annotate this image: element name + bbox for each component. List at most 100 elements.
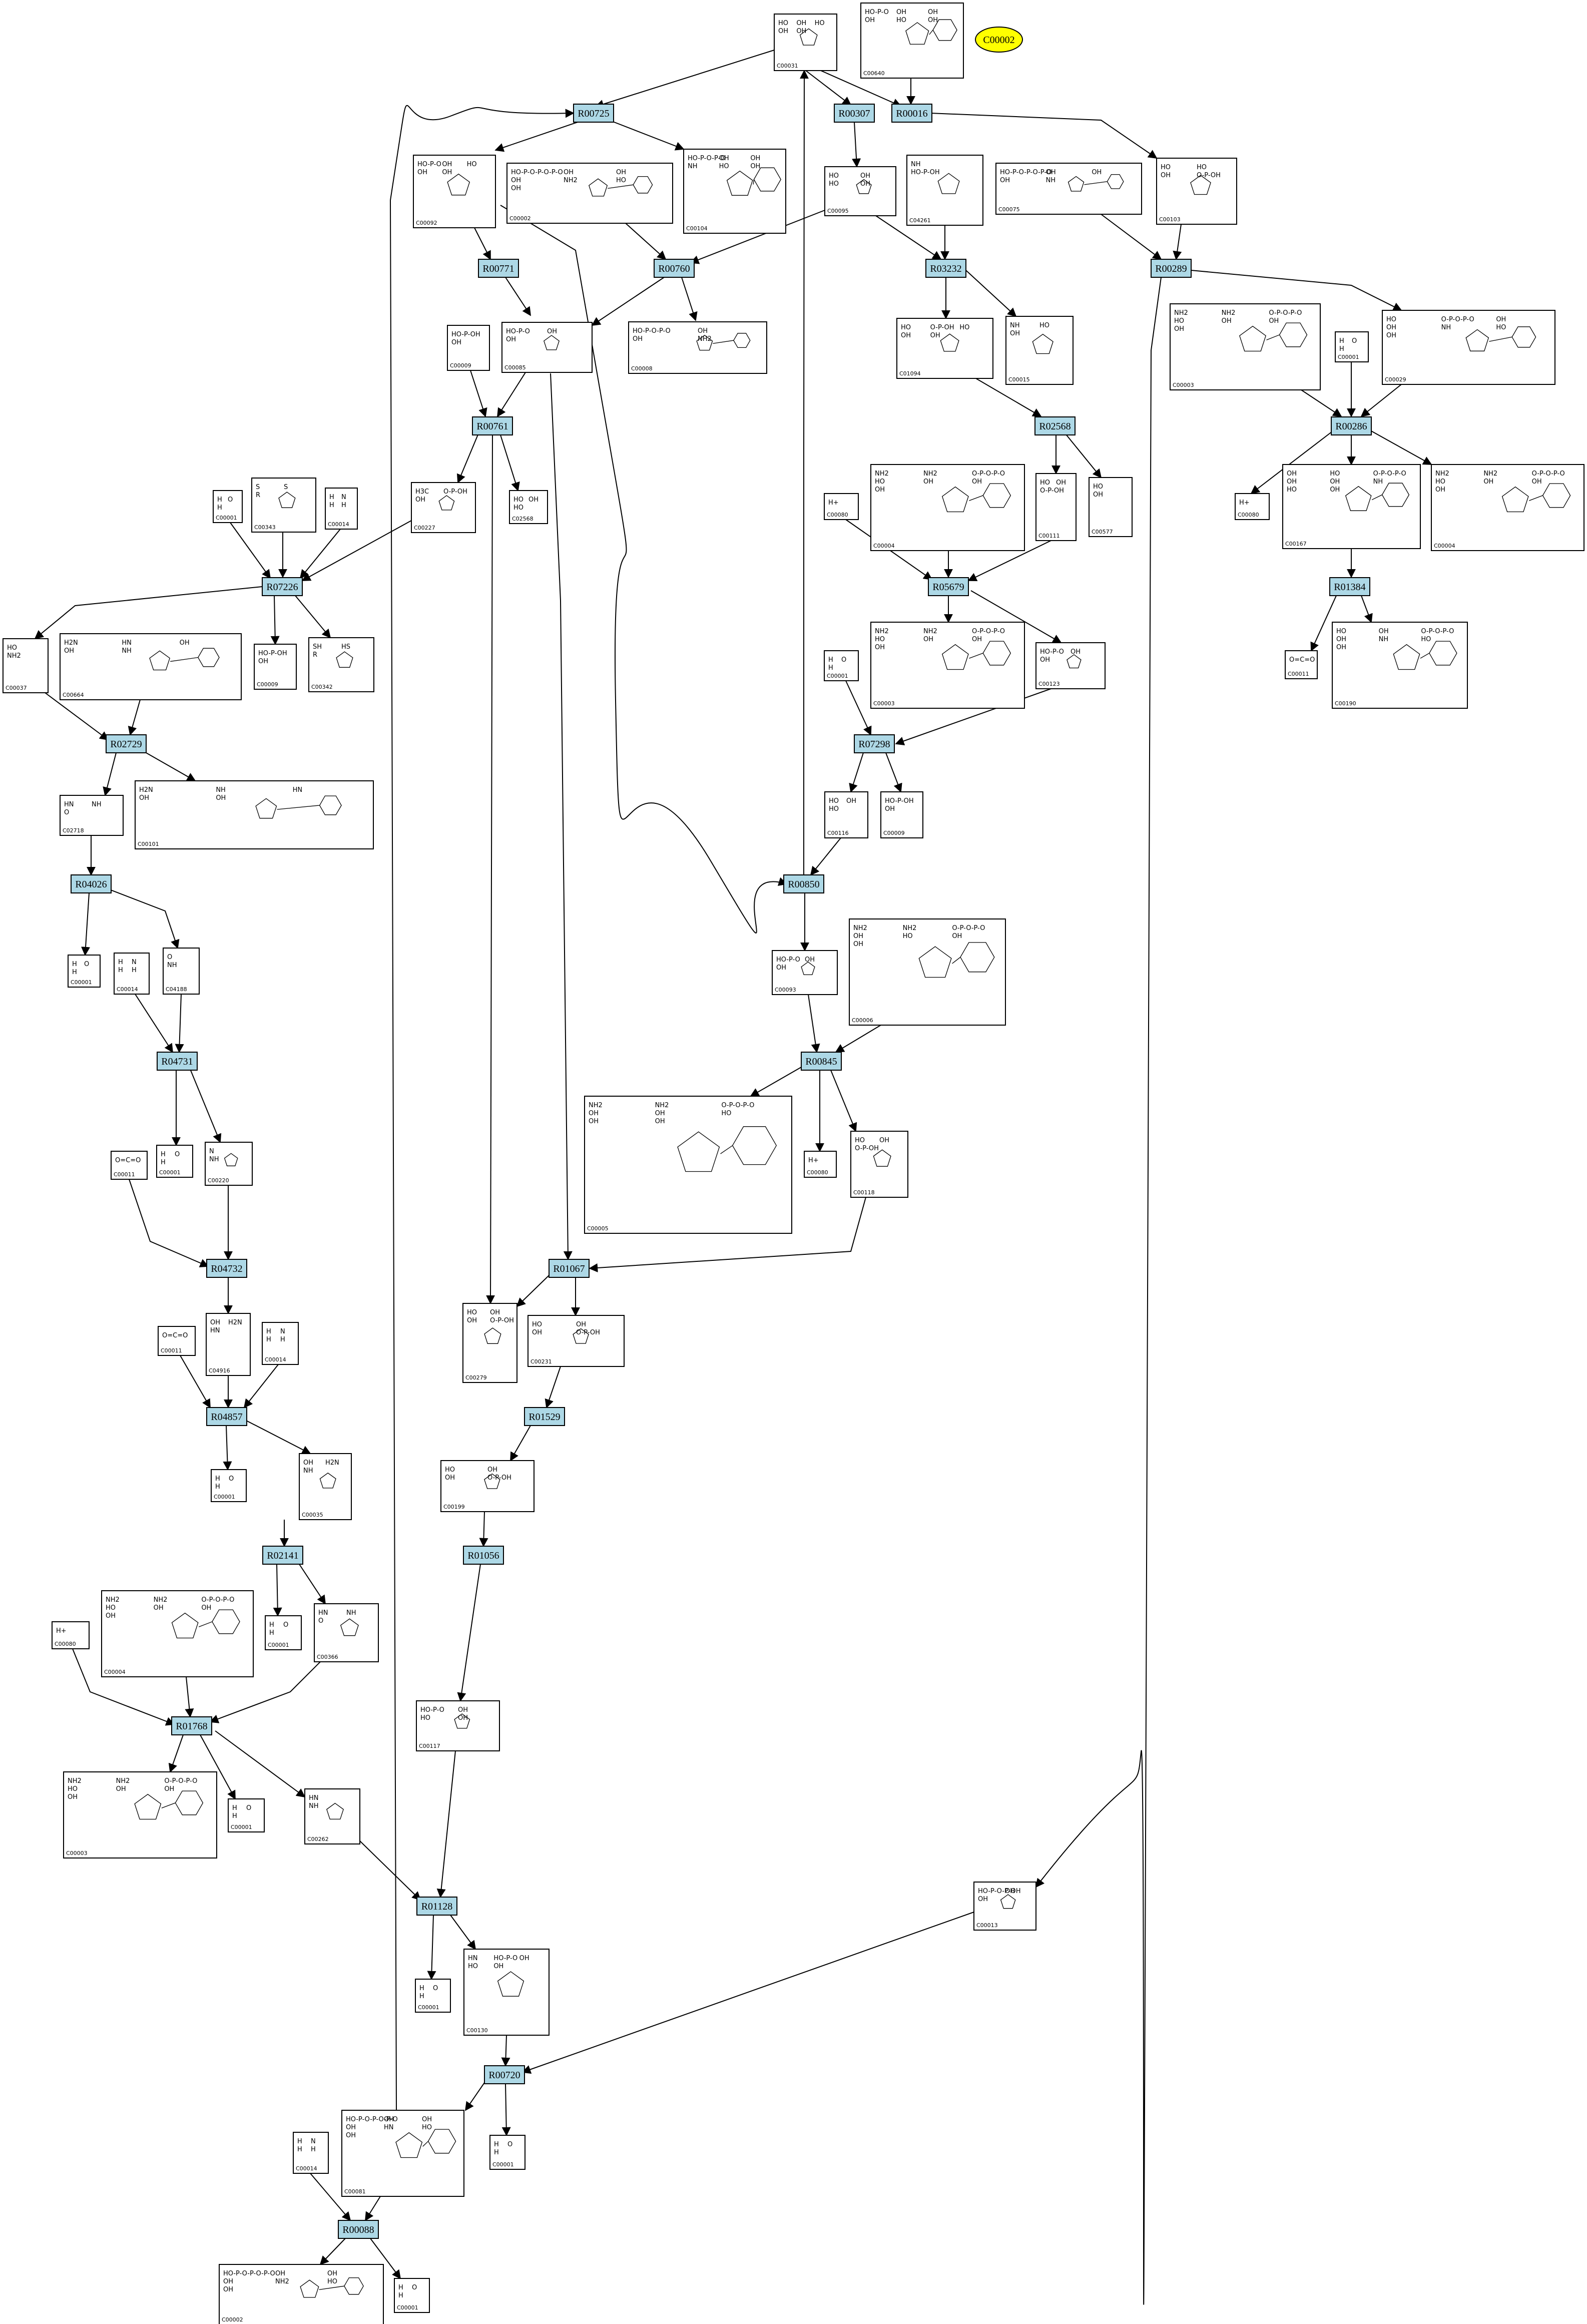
reaction-r01529[interactable]: R01529 xyxy=(524,1407,565,1426)
reaction-r04026[interactable]: R04026 xyxy=(71,874,112,893)
reaction-r00850[interactable]: R00850 xyxy=(783,874,824,893)
reaction-r00725[interactable]: R00725 xyxy=(573,104,614,123)
reaction-r04732[interactable]: R04732 xyxy=(206,1259,247,1278)
reaction-r00286[interactable]: R00286 xyxy=(1331,416,1372,435)
reaction-r00307[interactable]: R00307 xyxy=(834,104,875,123)
reaction-r01056[interactable]: R01056 xyxy=(463,1546,504,1565)
reaction-r00760[interactable]: R00760 xyxy=(654,259,695,278)
reaction-r00720[interactable]: R00720 xyxy=(484,2065,525,2084)
reaction-r00761[interactable]: R00761 xyxy=(472,416,513,435)
reaction-r03232[interactable]: R03232 xyxy=(925,259,966,278)
reaction-r02729[interactable]: R02729 xyxy=(106,734,147,753)
compound-c00080c[interactable]: H+C00080 xyxy=(804,1151,837,1178)
reaction-r01067[interactable]: R01067 xyxy=(549,1259,590,1278)
reaction-r00289[interactable]: R00289 xyxy=(1151,259,1192,278)
reaction-r01768[interactable]: R01768 xyxy=(171,1716,212,1735)
reaction-r07298[interactable]: R07298 xyxy=(854,734,895,753)
reaction-r04857[interactable]: R04857 xyxy=(206,1407,247,1426)
compound-c00080a[interactable]: H+C00080 xyxy=(824,493,859,520)
highlight-node[interactable]: C00002 xyxy=(975,27,1023,53)
reaction-r00771[interactable]: R00771 xyxy=(478,259,519,278)
reaction-r02568[interactable]: R02568 xyxy=(1034,416,1076,435)
reaction-r04731[interactable]: R04731 xyxy=(157,1052,198,1071)
compound-c00080d[interactable]: H+C00080 xyxy=(52,1621,90,1649)
reaction-r00016[interactable]: R00016 xyxy=(891,104,932,123)
compound-c00080b[interactable]: H+C00080 xyxy=(1235,493,1270,520)
reaction-r02141[interactable]: R02141 xyxy=(262,1546,303,1565)
reaction-r00088[interactable]: R00088 xyxy=(338,2220,379,2239)
reaction-r05679[interactable]: R05679 xyxy=(928,577,969,596)
reaction-r07226[interactable]: R07226 xyxy=(262,577,303,596)
reaction-r01384[interactable]: R01384 xyxy=(1329,577,1370,596)
